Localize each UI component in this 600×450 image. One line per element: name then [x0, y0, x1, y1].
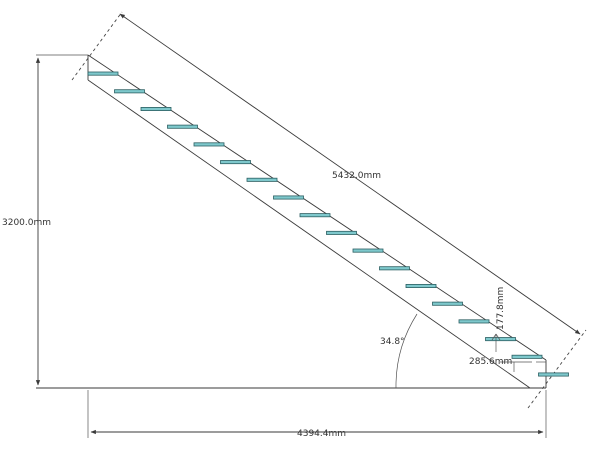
- step-rise-dimension: 177.8mm: [491, 287, 506, 352]
- tread-15: [458, 319, 490, 324]
- rise-label: 3200.0mm: [2, 218, 51, 228]
- tread-7: [246, 177, 278, 182]
- tread-14: [432, 301, 463, 306]
- run-label: 4394.4mm: [297, 429, 346, 439]
- step-rise-label: 177.8mm: [496, 287, 506, 330]
- tread-5: [193, 142, 225, 147]
- stringer: [87, 54, 547, 389]
- tread-1: [87, 71, 119, 76]
- tread-11: [352, 248, 384, 253]
- angle-label: 34.8°: [380, 337, 405, 347]
- tread-16: [485, 337, 516, 342]
- run-dimension: 4394.4mm: [87, 390, 547, 439]
- tread-9: [299, 213, 331, 218]
- slope-label: 5432.0mm: [332, 171, 381, 181]
- step-going-label: 285.6mm: [469, 357, 512, 367]
- tread-17: [511, 354, 543, 359]
- step-going-dimension: 285.6mm: [469, 357, 546, 372]
- tread-3: [140, 107, 172, 112]
- tread-8: [273, 195, 304, 200]
- slope-dimension: 5432.0mm: [71, 11, 587, 409]
- tread-2: [114, 89, 145, 94]
- treads: [87, 71, 569, 377]
- angle-indicator: 34.8°: [380, 313, 418, 389]
- tread-12: [379, 266, 410, 271]
- tread-10: [326, 230, 357, 235]
- tread-4: [167, 124, 198, 129]
- tread-13: [405, 283, 437, 288]
- tread-18: [538, 372, 569, 377]
- tread-6: [220, 160, 251, 165]
- rise-dimension: 3200.0mm: [2, 54, 88, 386]
